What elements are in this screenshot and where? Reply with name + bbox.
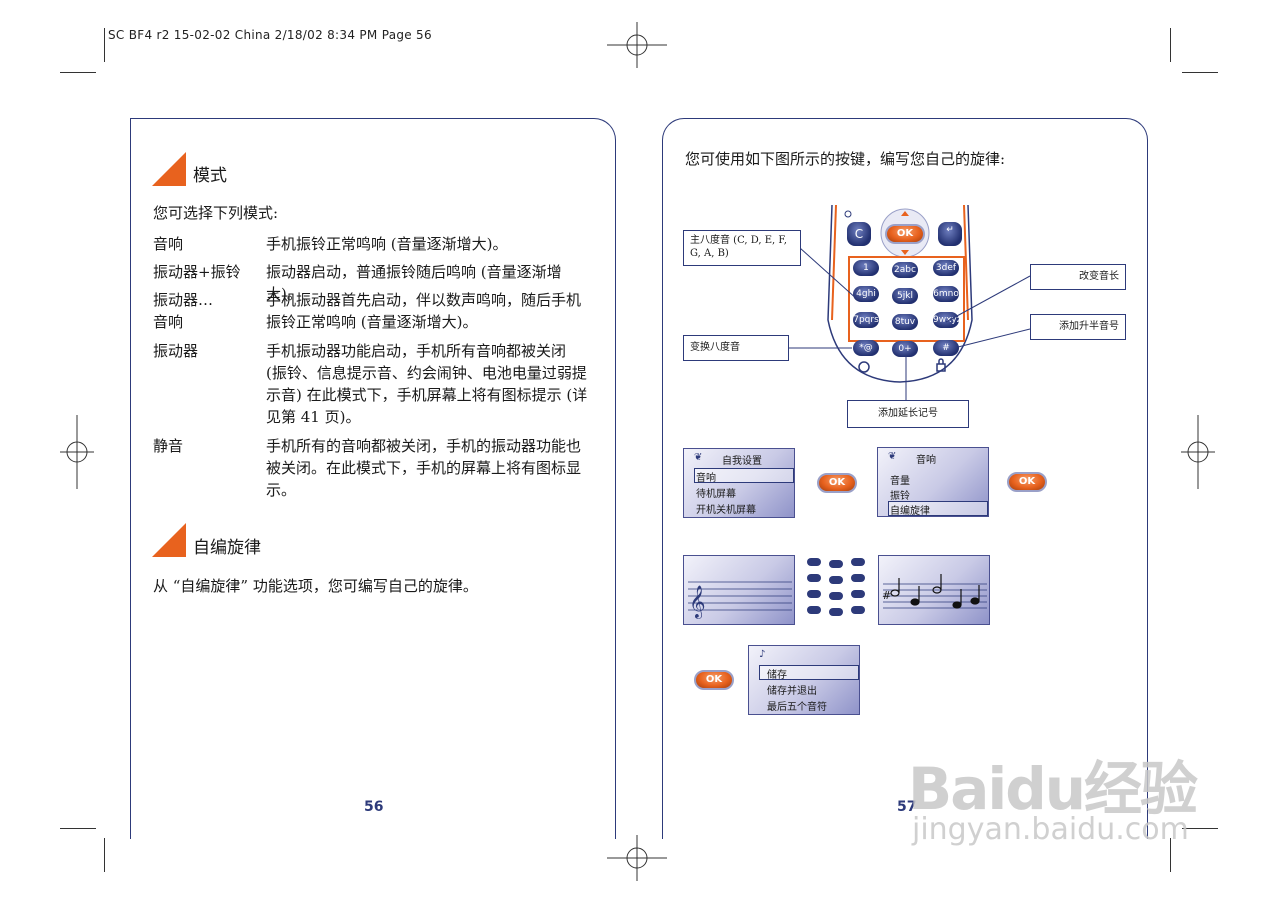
menu-title: 音响 — [916, 455, 936, 466]
music-notes: # — [882, 574, 987, 609]
menu-item: 储存并退出 — [767, 686, 817, 697]
menu-item: 自编旋律 — [890, 506, 930, 517]
c-key: C — [847, 222, 871, 246]
ok-key: OK — [885, 224, 925, 244]
menu-screen-sound: ❦ 音响 音量 振铃 自编旋律 — [877, 447, 989, 517]
menu-title: 自我设置 — [722, 456, 762, 467]
menu-item: 振铃 — [890, 491, 910, 502]
menu-item: 待机屏幕 — [696, 489, 736, 500]
mode-term: 振动器+振铃 — [153, 263, 241, 281]
mode-term: 振动器 — [153, 342, 199, 360]
mode-term: 静音 — [153, 437, 184, 455]
key-0: 0+ — [892, 341, 918, 357]
section-marker-icon — [152, 152, 186, 186]
menu-highlight — [888, 501, 988, 516]
section-marker-icon — [152, 523, 186, 557]
key-5: 5jkl — [892, 288, 918, 304]
key-3: 3def — [933, 260, 959, 276]
mode-term: 振动器… 音响 — [153, 291, 214, 331]
ok-button-step3: OK — [694, 670, 734, 690]
sound-icon: ❦ — [888, 451, 897, 462]
ok-button-step1: OK — [817, 473, 857, 493]
melody-icon: ♪ — [759, 649, 766, 660]
page-number-right: 57 — [897, 799, 917, 815]
callout-change-length: 改变音长 — [1030, 264, 1126, 290]
section-title-modes: 模式 — [193, 166, 227, 186]
key-6: 6mno — [933, 286, 959, 302]
melody-intro: 从 “自编旋律” 功能选项，您可编写自己的旋律。 — [153, 577, 478, 595]
menu-item: 储存 — [767, 670, 787, 681]
menu-item: 音量 — [890, 476, 910, 487]
menu-item: 最后五个音符 — [767, 702, 827, 713]
print-header: SC BF4 r2 15-02-02 China 2/18/02 8:34 PM… — [108, 28, 432, 42]
mode-desc: 手机振动器功能启动，手机所有音响都被关闭 (振铃、信息提示音、约会闹钟、电池电量… — [266, 342, 588, 426]
key-4: 4ghi — [853, 286, 879, 302]
key-star: *@ — [853, 340, 879, 356]
key-9: 9wxyz — [933, 312, 961, 328]
callout-main-octave: 主八度音 (C, D, E, F, G, A, B) — [683, 230, 801, 266]
mode-desc: 手机振动器首先启动，伴以数声鸣响，随后手机振铃正常鸣响 (音量逐渐增大)。 — [266, 291, 582, 331]
key-7: 7pqrs — [853, 312, 879, 328]
treble-staff: 𝄞 — [688, 581, 792, 619]
key-2: 2abc — [892, 262, 918, 278]
section-title-melody: 自编旋律 — [193, 538, 261, 558]
menu-screen-save: ♪ 储存 储存并退出 最后五个音符 — [748, 645, 860, 715]
mode-desc: 手机振铃正常鸣响 (音量逐渐增大)。 — [266, 235, 508, 253]
callout-change-octave: 变换八度音 — [683, 335, 789, 361]
ok-button-step2: OK — [1007, 472, 1047, 492]
settings-icon: ❦ — [694, 452, 703, 463]
menu-highlight — [694, 468, 794, 483]
watermark-brand: Baidu经验 — [908, 755, 1198, 823]
callout-add-dot: 添加延长记号 — [847, 400, 969, 428]
staff-screen-empty: 𝄞 — [683, 555, 795, 625]
menu-highlight — [759, 665, 859, 680]
mini-keypad — [807, 558, 867, 618]
callout-add-sharp: 添加升半音号 — [1030, 314, 1126, 340]
modes-intro: 您可选择下列模式: — [153, 204, 279, 222]
mode-desc: 振动器启动，普通振铃随后鸣响 (音量逐渐增大)。 — [266, 263, 562, 303]
keys-intro: 您可使用如下图所示的按键，编写您自己的旋律: — [685, 150, 1006, 168]
menu-item: 音响 — [696, 473, 716, 484]
svg-text:#: # — [882, 589, 891, 602]
key-8: 8tuv — [892, 314, 918, 330]
key-hash: # — [933, 340, 959, 356]
menu-item: 开机关机屏幕 — [696, 505, 756, 516]
right-page — [662, 118, 1148, 839]
hangup-key-icon: ↵ — [938, 222, 962, 246]
left-page — [130, 118, 616, 839]
mode-term: 音响 — [153, 235, 184, 253]
menu-screen-settings: ❦ 自我设置 音响 待机屏幕 开机关机屏幕 — [683, 448, 795, 518]
mode-desc: 手机所有的音响都被关闭，手机的振动器功能也被关闭。在此模式下，手机的屏幕上将有图… — [266, 437, 582, 499]
watermark-url: jingyan.baidu.com — [912, 812, 1189, 847]
key-1: 1 — [853, 260, 879, 276]
staff-screen-notes: # — [878, 555, 990, 625]
svg-text:𝄞: 𝄞 — [689, 585, 706, 619]
page-number-left: 56 — [364, 799, 384, 815]
